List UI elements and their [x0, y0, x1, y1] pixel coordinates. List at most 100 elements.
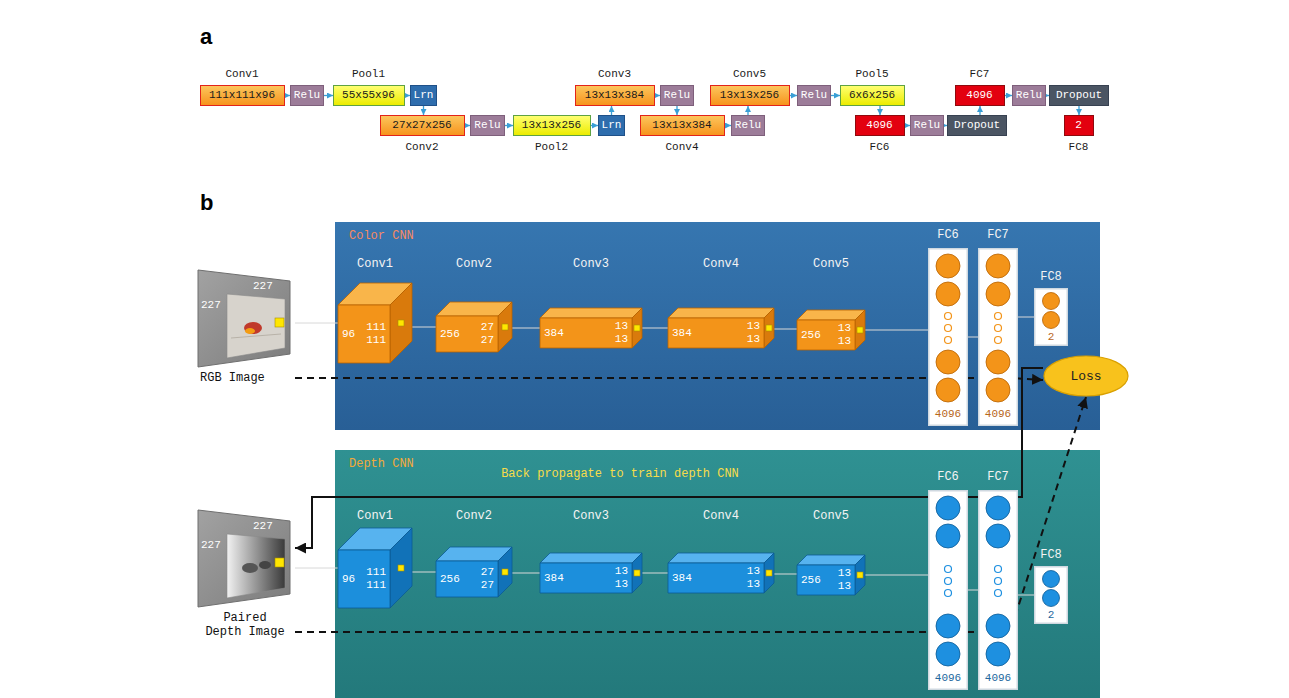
block-side: [390, 528, 412, 608]
layer-connection: [865, 575, 928, 576]
operation-label: Lrn: [602, 120, 622, 131]
spatial-size: 27: [481, 335, 494, 346]
channel-count: 256: [801, 575, 821, 586]
layer-name: FC7: [970, 69, 990, 80]
fc-layer-box: FC64096: [855, 115, 905, 136]
operation-label: Relu: [1016, 90, 1042, 101]
relu-box: Relu: [797, 85, 831, 106]
conv-block: Conv196111111: [338, 528, 412, 608]
layer-name: Conv2: [456, 510, 492, 522]
block-front: [668, 318, 764, 348]
operation-label: Dropout: [1056, 90, 1102, 101]
neuron: [1043, 312, 1060, 329]
layer-size: 111x111x96: [209, 90, 275, 101]
layer-size: 13x13x256: [522, 120, 581, 131]
lrn-box: Lrn: [410, 85, 437, 106]
layer-connection: [512, 328, 540, 329]
conv-block: Conv22562727: [436, 302, 512, 352]
flow-arrow: [831, 95, 840, 96]
pool-layer-box: Pool56x6x256: [840, 85, 905, 106]
block-top: [668, 553, 774, 563]
conv-block: Conv196111111: [338, 283, 412, 363]
relu-box: Relu: [470, 115, 505, 136]
layer-name: Conv1: [225, 69, 258, 80]
fc-layer-box: FC74096: [955, 85, 1005, 106]
spatial-size: 13: [615, 321, 628, 332]
neuron: [936, 524, 960, 548]
neuron: [986, 642, 1010, 666]
channel-count: 384: [672, 328, 692, 339]
block-front: [540, 318, 632, 348]
operation-label: Relu: [664, 90, 690, 101]
spatial-size: 27: [481, 567, 494, 578]
node-shape: [436, 547, 512, 597]
spatial-size: 111: [366, 322, 386, 333]
loss-label: Loss: [1070, 370, 1101, 383]
layer-name: Conv4: [703, 258, 739, 270]
layer-connection: [295, 568, 338, 569]
block-side: [855, 310, 865, 350]
object-shape: [244, 322, 262, 334]
fc-column: FC74096: [978, 490, 1018, 690]
layer-size: 13x13x384: [652, 120, 711, 131]
layer-size: 27x27x256: [392, 120, 451, 131]
spatial-size: 13: [838, 581, 851, 592]
layer-name: Conv3: [573, 510, 609, 522]
layer-connection: [642, 573, 668, 574]
spatial-size: 13: [615, 579, 628, 590]
image-size: 227: [253, 521, 273, 532]
conv-block: Conv43841313: [668, 308, 774, 348]
flow-arrow: [324, 95, 333, 96]
channel-count: 96: [342, 329, 355, 340]
neuron: [936, 350, 960, 374]
unit-count: 4096: [985, 673, 1011, 684]
column-frame: [979, 249, 1018, 426]
layer-name: FC8: [1069, 142, 1089, 153]
neuron: [986, 254, 1010, 278]
block-front: [797, 320, 855, 350]
layer-connection: [968, 590, 978, 591]
object-shape: [259, 561, 271, 569]
kernel-patch: [502, 324, 508, 330]
ellipsis-dot: [995, 566, 1002, 573]
block-front: [338, 550, 390, 608]
neuron: [936, 496, 960, 520]
neuron: [986, 496, 1010, 520]
node-shape: [928, 248, 968, 426]
spatial-size: 13: [838, 323, 851, 334]
block-side: [498, 547, 512, 597]
image-caption: RGB Image: [200, 371, 290, 385]
kernel-patch: [634, 570, 640, 576]
kernel-patch: [275, 318, 284, 327]
conv-layer-box: Conv1111x111x96: [200, 85, 285, 106]
node-shape: [436, 302, 512, 352]
conv-layer-box: Conv227x27x256: [380, 115, 465, 136]
fc-column: FC64096: [928, 248, 968, 426]
unit-count: 2: [1048, 610, 1055, 621]
fc-column: FC74096: [978, 248, 1018, 426]
input-image: 227227RGB Image: [195, 268, 295, 403]
layer-name: Conv3: [573, 258, 609, 270]
kernel-patch: [766, 325, 772, 331]
loss-node: Loss: [1043, 355, 1129, 397]
panel-letter: a: [200, 26, 212, 48]
layer-name: Pool1: [352, 69, 385, 80]
flow-arrow: [505, 125, 513, 126]
spatial-size: 13: [747, 579, 760, 590]
ellipsis-dot: [995, 325, 1002, 332]
node-shape: [978, 248, 1018, 426]
neuron: [936, 642, 960, 666]
channel-count: 256: [801, 330, 821, 341]
image-content: [227, 294, 285, 358]
operation-label: Relu: [801, 90, 827, 101]
layer-name: FC6: [937, 229, 959, 241]
flow-arrow: [747, 106, 748, 115]
image-size: 227: [201, 300, 221, 311]
channel-count: 384: [544, 573, 564, 584]
block-front: [668, 563, 764, 593]
layer-size: 6x6x256: [849, 90, 895, 101]
spatial-size: 13: [838, 568, 851, 579]
image-frame: [198, 510, 290, 607]
ellipsis-dot: [995, 337, 1002, 344]
spatial-size: 111: [366, 567, 386, 578]
